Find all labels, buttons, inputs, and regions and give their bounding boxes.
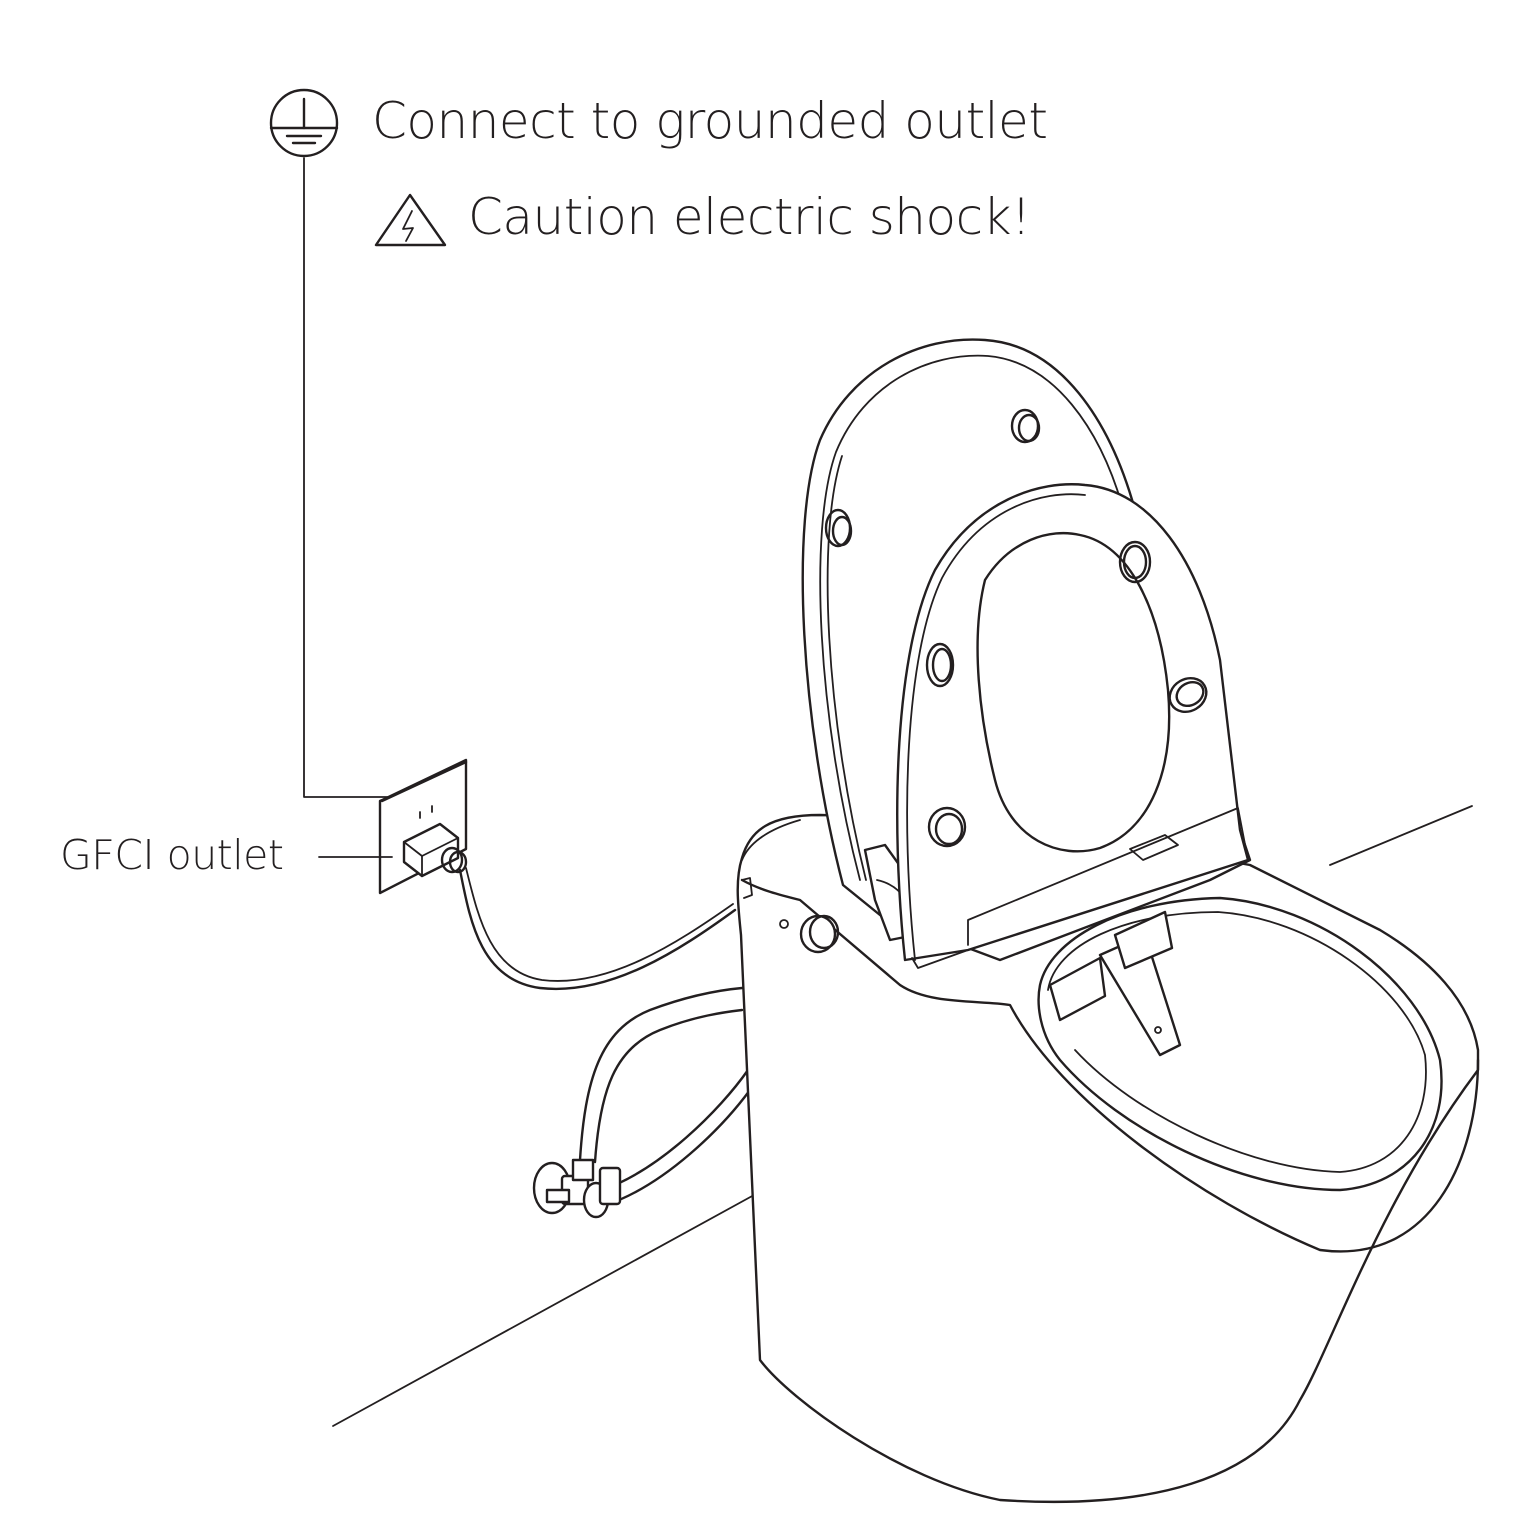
bidet-nozzle bbox=[1048, 910, 1182, 1057]
caution-icon bbox=[374, 193, 447, 247]
ground-leader-line bbox=[303, 157, 424, 798]
gfci-outlet bbox=[378, 758, 468, 895]
wall-floor-edge-back bbox=[1329, 805, 1473, 866]
power-cord bbox=[458, 868, 737, 991]
angle-valve bbox=[532, 1158, 622, 1219]
caution-notice-text: Caution electric shock! bbox=[468, 188, 1031, 246]
ground-icon bbox=[269, 88, 339, 158]
gfci-outlet-label: GFCI outlet bbox=[60, 831, 284, 879]
wall-floor-edge-front bbox=[332, 1194, 755, 1427]
water-hose bbox=[578, 986, 744, 1162]
toilet-seat bbox=[896, 483, 1250, 969]
toilet-body bbox=[736, 813, 1480, 1504]
ground-notice-text: Connect to grounded outlet bbox=[372, 92, 1048, 150]
